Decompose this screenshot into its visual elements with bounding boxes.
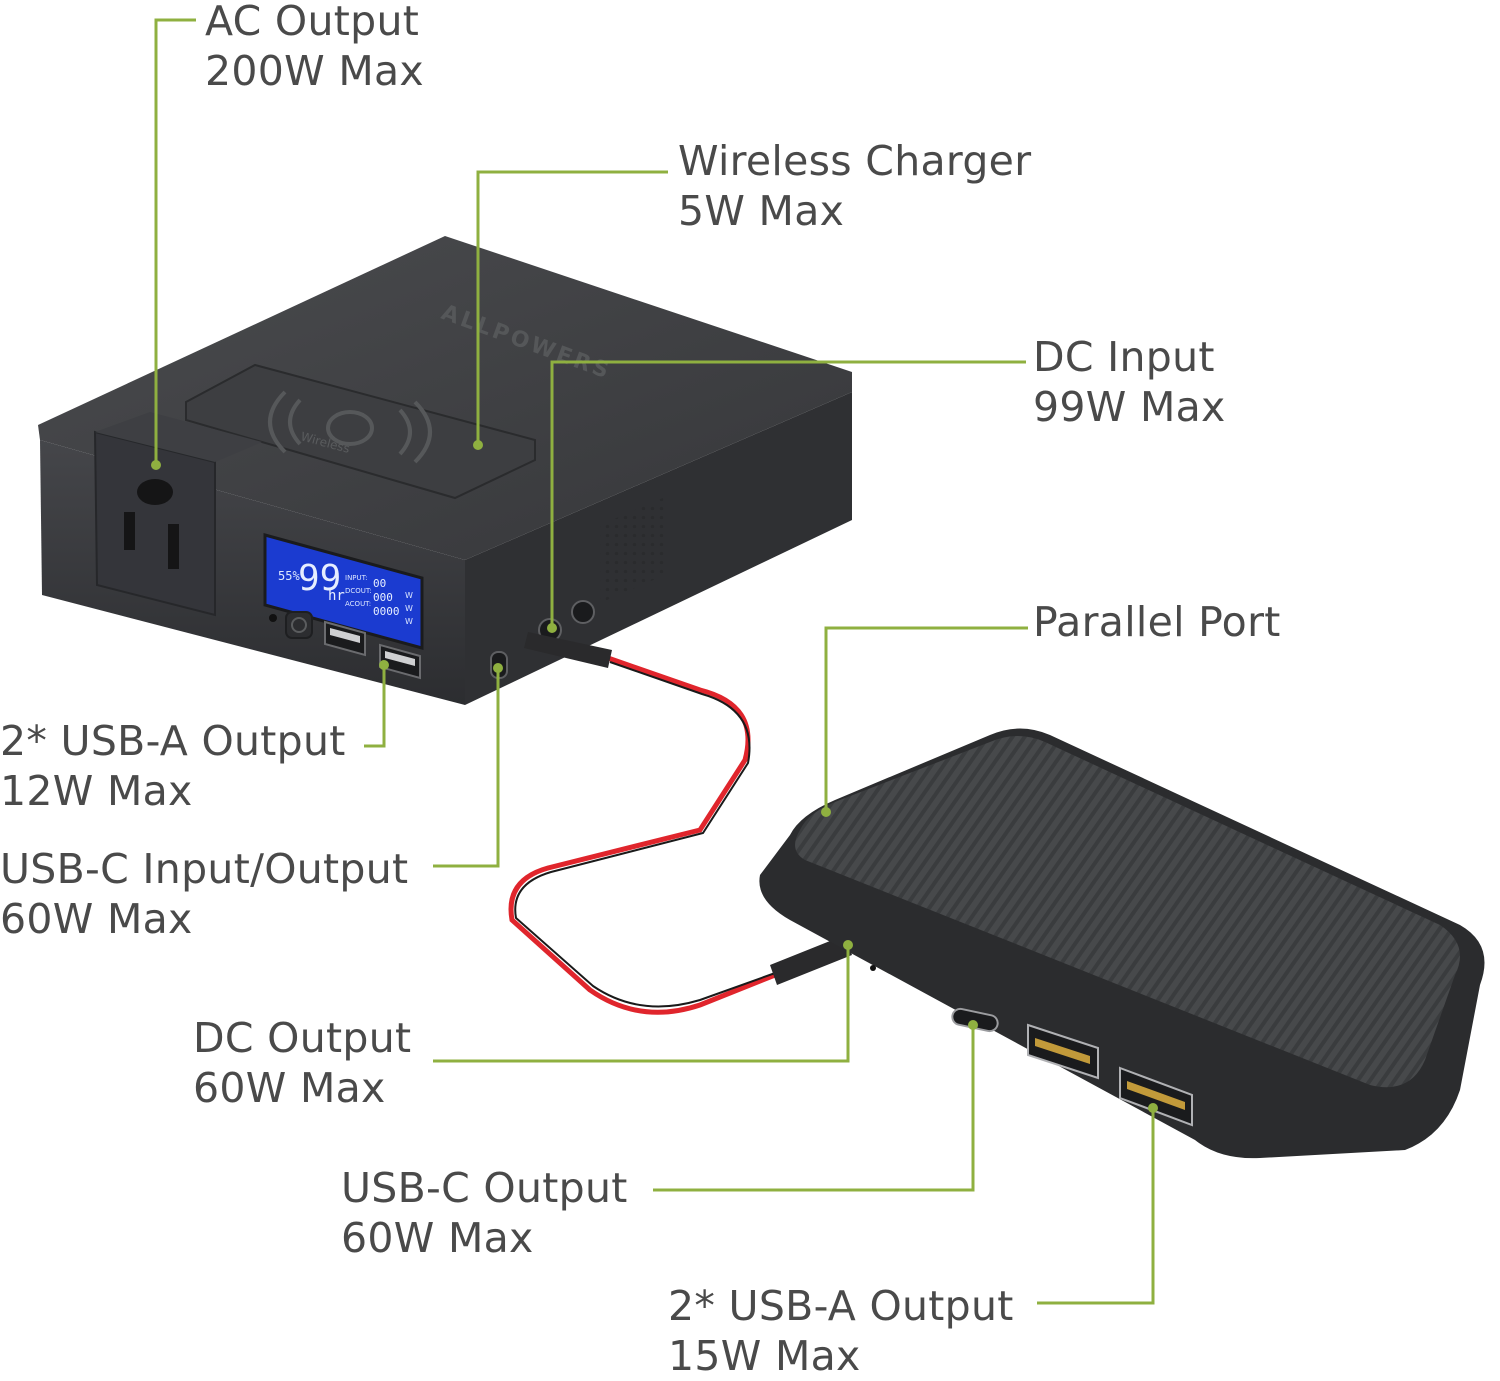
leader-dot-wireless-charger xyxy=(473,440,483,450)
power-indicator-led xyxy=(269,614,277,622)
pack-usb-a-port-2 xyxy=(1119,1066,1193,1127)
leader-dot-usb-a-main xyxy=(379,660,389,670)
power-station: ALLPOWERS Wireless 55% 99 hr xyxy=(38,236,852,705)
lcd-unit-1: W xyxy=(405,591,413,600)
ac-outlet-ground-hole xyxy=(137,479,173,505)
callout-wireless-charger: Wireless Charger 5W Max xyxy=(678,136,1031,236)
callout-usb-a-main-name: 2* USB-A Output xyxy=(0,717,346,765)
lcd-unit-3: W xyxy=(405,617,413,626)
callout-parallel-port-name: Parallel Port xyxy=(1033,598,1281,646)
leader-dot-usb-a-pack xyxy=(1148,1103,1158,1113)
leader-usb-c-io xyxy=(433,668,500,868)
lcd-dcout-value: 000 xyxy=(373,591,393,604)
callout-usb-c-io: USB-C Input/Output 60W Max xyxy=(0,844,408,944)
battery-pack xyxy=(759,728,1485,1159)
callout-parallel-port: Parallel Port xyxy=(1033,597,1281,647)
leader-dot-parallel-port xyxy=(821,807,831,817)
callout-usb-c-output-spec: 60W Max xyxy=(341,1214,534,1262)
callout-usb-c-output: USB-C Output 60W Max xyxy=(341,1163,628,1263)
callout-dc-input-name: DC Input xyxy=(1033,333,1215,381)
dc-plug-main xyxy=(524,632,612,668)
callout-dc-input-spec: 99W Max xyxy=(1033,383,1226,431)
leader-lines xyxy=(151,18,1158,1305)
usb-a-port-2 xyxy=(379,643,421,680)
pack-usb-a-port-1 xyxy=(1027,1023,1099,1080)
callout-usb-a-pack: 2* USB-A Output 15W Max xyxy=(668,1281,1014,1381)
pack-indicator-led xyxy=(870,965,876,971)
leader-ac-output xyxy=(154,18,196,465)
leader-dc-output xyxy=(433,945,850,1063)
lcd-percent: 55% xyxy=(278,569,300,583)
lcd-acout-label: ACOUT: xyxy=(345,600,371,608)
dc-plug-pack xyxy=(770,935,852,985)
leader-usb-a-main xyxy=(364,665,386,748)
lcd-display: 55% 99 hr INPUT: DCOUT: ACOUT: 00 000 00… xyxy=(263,533,424,650)
callout-usb-a-pack-name: 2* USB-A Output xyxy=(668,1282,1014,1330)
battery-pack-top xyxy=(795,736,1460,1088)
lcd-unit-2: W xyxy=(405,604,413,613)
callout-ac-output-spec: 200W Max xyxy=(205,47,424,95)
callout-ac-output-name: AC Output xyxy=(205,0,420,45)
power-station-top xyxy=(38,236,852,560)
callout-dc-output-name: DC Output xyxy=(193,1014,412,1062)
usb-a-port-1 xyxy=(324,620,366,657)
wireless-charging-icon xyxy=(268,390,432,464)
callout-wireless-charger-spec: 5W Max xyxy=(678,187,845,235)
callout-usb-a-pack-spec: 15W Max xyxy=(668,1332,861,1380)
speaker-grille xyxy=(600,497,665,603)
callout-ac-output: AC Output 200W Max xyxy=(205,0,424,96)
ac-outlet-slot-right xyxy=(168,524,179,569)
callout-usb-c-output-name: USB-C Output xyxy=(341,1164,628,1212)
leader-dot-usb-c-io xyxy=(493,663,503,673)
leader-dot-dc-input xyxy=(547,623,557,633)
callout-dc-input: DC Input 99W Max xyxy=(1033,332,1226,432)
lcd-input-label: INPUT: xyxy=(345,574,368,582)
parallel-port-socket xyxy=(571,600,595,624)
leader-parallel-port xyxy=(824,626,1028,812)
ac-outlet xyxy=(93,412,262,617)
power-button xyxy=(285,611,313,639)
lcd-acout-value: 0000 xyxy=(373,605,400,618)
leader-wireless-charger xyxy=(476,170,668,445)
lcd-hours: 99 xyxy=(298,558,341,599)
ac-outlet-slot-left xyxy=(124,512,135,550)
callout-usb-c-io-spec: 60W Max xyxy=(0,895,193,943)
lcd-input-value: 00 xyxy=(373,577,386,590)
callout-usb-c-io-name: USB-C Input/Output xyxy=(0,845,409,893)
lcd-dcout-label: DCOUT: xyxy=(345,587,372,595)
dc-cable xyxy=(508,632,852,1015)
leader-dc-input xyxy=(550,360,1026,628)
leader-usb-c-output xyxy=(653,1025,975,1192)
callout-dc-output: DC Output 60W Max xyxy=(193,1013,411,1113)
leader-usb-a-pack xyxy=(1037,1108,1155,1305)
leader-dot-ac-output xyxy=(151,460,161,470)
callout-dc-output-spec: 60W Max xyxy=(193,1064,386,1112)
callout-usb-a-main: 2* USB-A Output 12W Max xyxy=(0,716,346,816)
leader-dot-usb-c-output xyxy=(968,1020,978,1030)
wireless-pad: Wireless xyxy=(185,363,536,500)
callout-wireless-charger-name: Wireless Charger xyxy=(678,137,1032,185)
leader-dot-dc-output xyxy=(843,940,853,950)
callout-usb-a-main-spec: 12W Max xyxy=(0,767,193,815)
power-icon xyxy=(291,617,307,633)
lcd-hours-unit: hr xyxy=(328,588,345,604)
